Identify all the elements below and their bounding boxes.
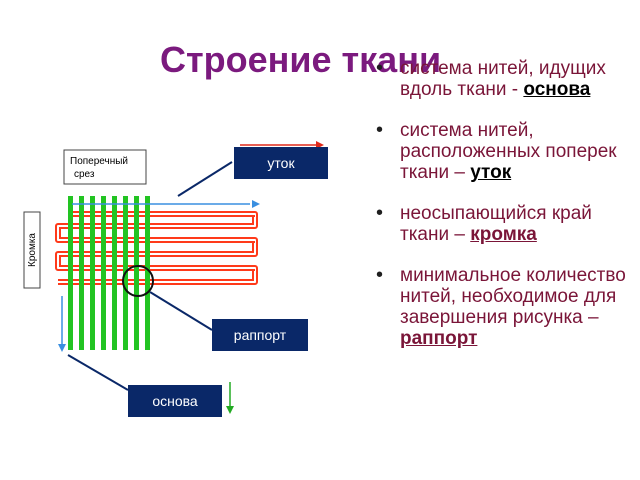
definition-text: неосыпающийся край ткани – (400, 203, 592, 245)
definition-warp: система нитей, идущих вдоль ткани - осно… (376, 58, 638, 100)
weft-label: уток (267, 155, 295, 171)
warp-leader-line (67, 354, 129, 391)
warp-thread (101, 196, 106, 350)
definition-text: минимальное количество нитей, необходимо… (400, 265, 626, 328)
cross-section-label-line2: срез (74, 169, 95, 180)
weft-direction-arrowhead (252, 200, 260, 208)
definition-text: система нитей, идущих вдоль ткани - (400, 58, 606, 100)
warp-thread (79, 196, 84, 350)
cross-section-box (63, 149, 147, 185)
cross-section-label-line1: Поперечный (70, 156, 128, 167)
rapport-circle (122, 265, 154, 297)
definition-selvage: неосыпающийся край ткани – кромка (376, 203, 638, 245)
selvage-box (23, 211, 41, 289)
warp-direction-arrowhead (58, 344, 66, 352)
warp-threads (68, 196, 150, 350)
definitions-list: система нитей, идущих вдоль ткани - осно… (376, 58, 638, 369)
definition-weft: система нитей, расположенных поперек тка… (376, 120, 638, 183)
rapport-label: раппорт (234, 327, 287, 343)
warp-thread (112, 196, 117, 350)
definition-term: раппорт (400, 328, 478, 349)
warp-thread (145, 196, 150, 350)
selvage-label: Кромка (27, 233, 38, 267)
warp-arrow-head (226, 406, 234, 414)
warp-label: основа (152, 393, 198, 409)
warp-thread (68, 196, 73, 350)
warp-thread (90, 196, 95, 350)
definition-term: кромка (470, 224, 537, 245)
rapport-label-box (212, 319, 308, 351)
weft-leader-line (177, 161, 233, 197)
weft-thread (55, 211, 258, 285)
weft-label-box (234, 147, 328, 179)
definition-term: уток (470, 162, 512, 183)
definition-term: основа (523, 79, 591, 100)
definition-rapport: минимальное количество нитей, необходимо… (376, 265, 638, 349)
rapport-leader-line (149, 291, 213, 331)
definition-text: система нитей, расположенных поперек тка… (400, 120, 617, 183)
warp-thread (134, 196, 139, 350)
weft-overlay-inner (150, 213, 255, 269)
warp-label-box (128, 385, 222, 417)
